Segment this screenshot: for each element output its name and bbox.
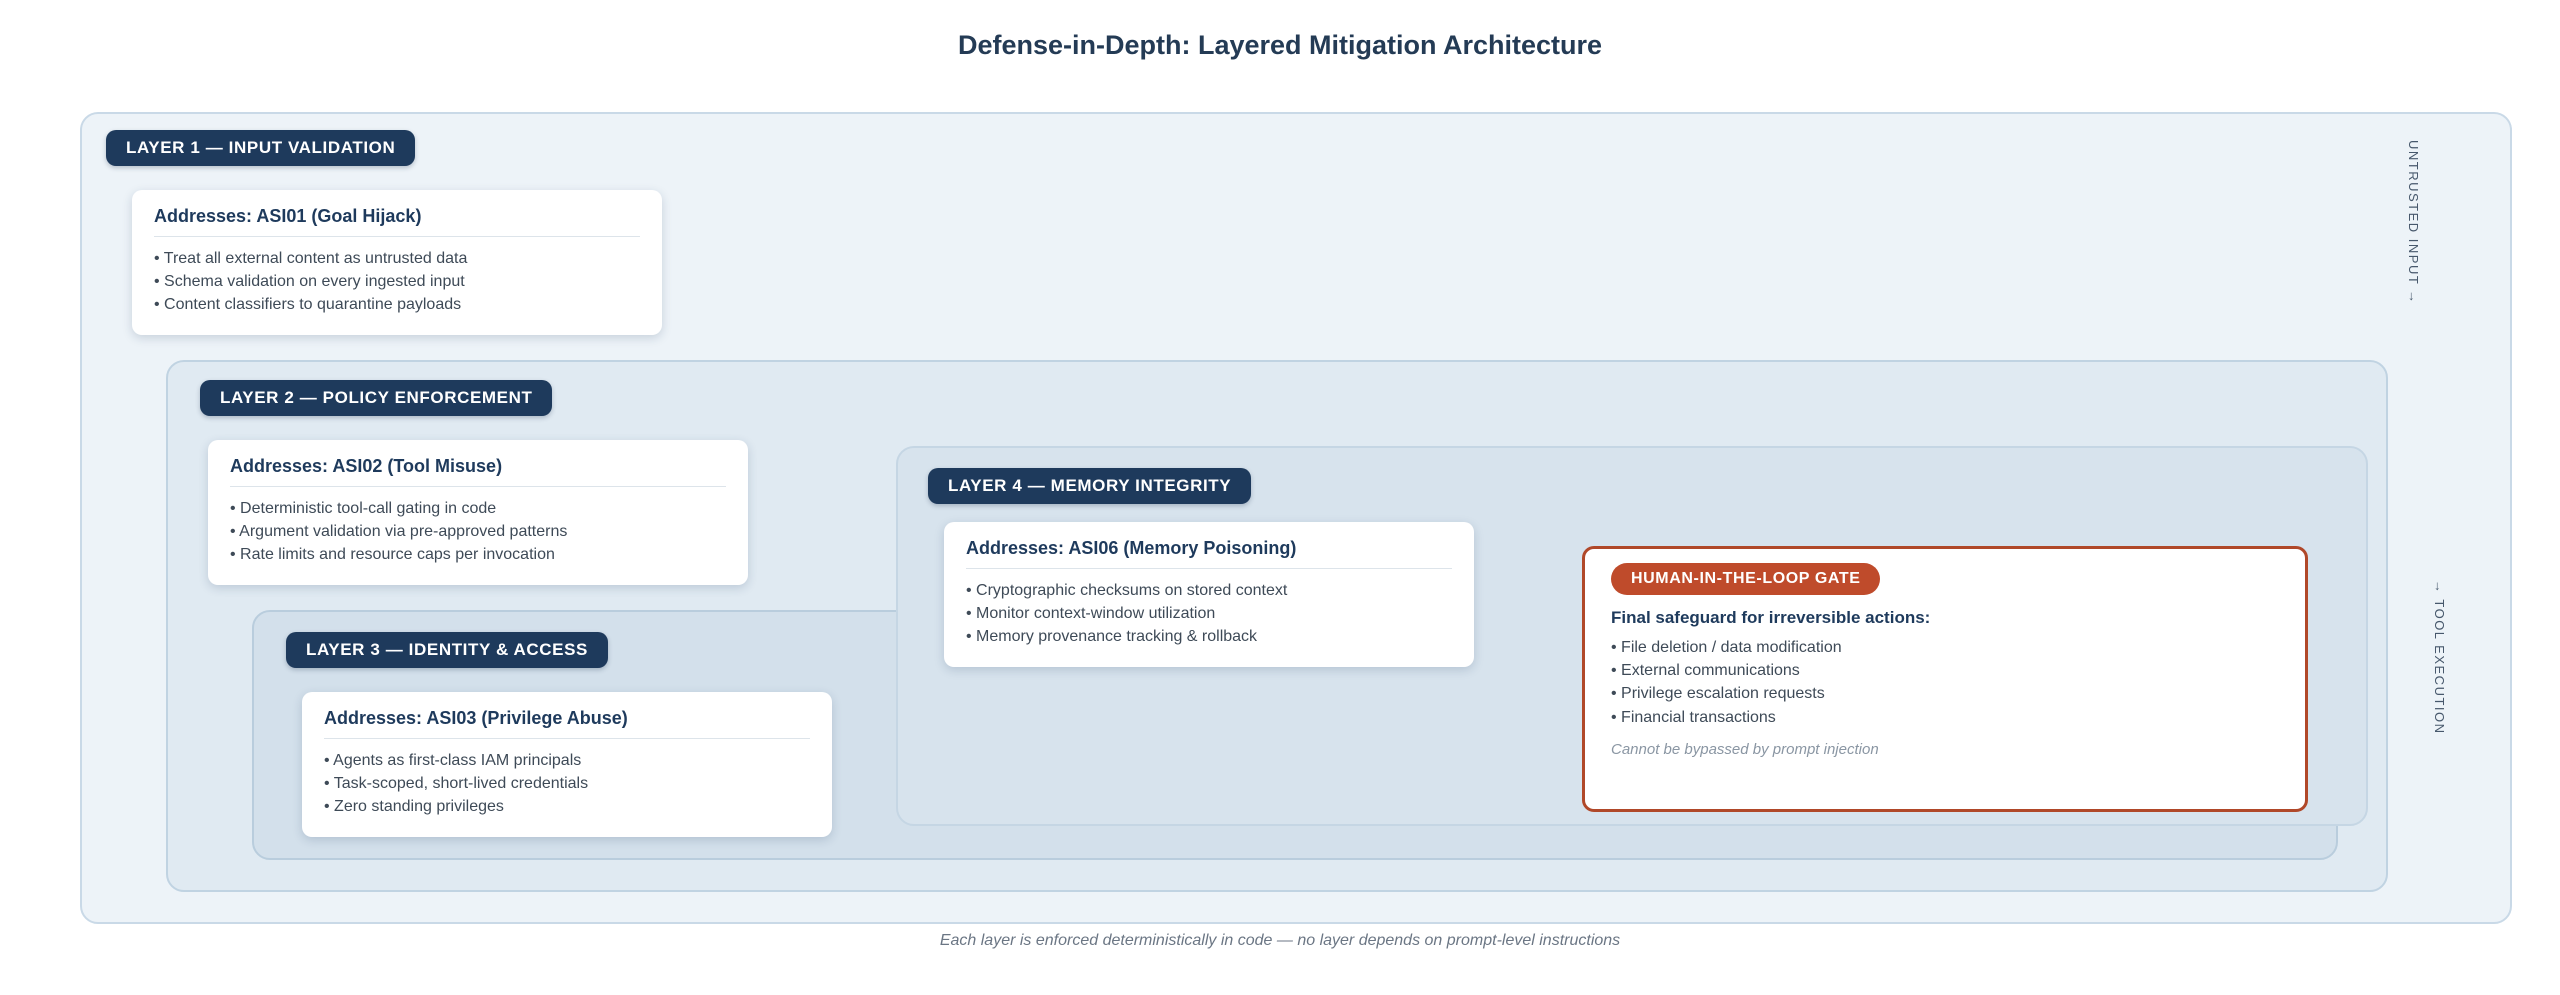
layer4-card-heading: Addresses: ASI06 (Memory Poisoning) (966, 538, 1452, 569)
tool-execution-label: → TOOL EXECUTION (2432, 580, 2447, 735)
diagram-footnote: Each layer is enforced deterministically… (939, 932, 1621, 949)
bullet-item: Deterministic tool-call gating in code (230, 497, 726, 520)
bullet-item: Rate limits and resource caps per invoca… (230, 543, 726, 566)
untrusted-input-label: UNTRUSTED INPUT → (2406, 140, 2421, 305)
layer2-card-heading: Addresses: ASI02 (Tool Misuse) (230, 456, 726, 487)
bullet-item: Monitor context-window utilization (966, 602, 1452, 625)
layer2-badge: LAYER 2 — POLICY ENFORCEMENT (200, 380, 553, 416)
bullet-item: Treat all external content as untrusted … (154, 247, 640, 270)
hitl-gate-note: Cannot be bypassed by prompt injection (1611, 740, 1879, 758)
layer1-card: Addresses: ASI01 (Goal Hijack) Treat all… (132, 190, 662, 335)
layer4-badge: LAYER 4 — MEMORY INTEGRITY (928, 468, 1252, 504)
bullet-item: Agents as first-class IAM principals (324, 749, 810, 772)
diagram-title: Defense-in-Depth: Layered Mitigation Arc… (957, 30, 1603, 60)
hitl-gate-badge: HUMAN-IN-THE-LOOP GATE (1611, 563, 1881, 595)
bullet-item: Content classifiers to quarantine payloa… (154, 293, 640, 316)
layer4-card: Addresses: ASI06 (Memory Poisoning) Cryp… (944, 522, 1474, 667)
hitl-gate-heading: Final safeguard for irreversible actions… (1611, 608, 1931, 627)
layer2-card: Addresses: ASI02 (Tool Misuse) Determini… (208, 440, 748, 585)
bullet-item: Zero standing privileges (324, 795, 810, 818)
bullet-item: File deletion / data modification (1611, 636, 2279, 659)
layer1-card-heading: Addresses: ASI01 (Goal Hijack) (154, 206, 640, 237)
bullet-item: Memory provenance tracking & rollback (966, 625, 1452, 648)
layer3-badge: LAYER 3 — IDENTITY & ACCESS (286, 632, 608, 668)
layer3-card-heading: Addresses: ASI03 (Privilege Abuse) (324, 708, 810, 739)
bullet-item: Cryptographic checksums on stored contex… (966, 579, 1452, 602)
hitl-gate: HUMAN-IN-THE-LOOP GATE Final safeguard f… (1582, 546, 2308, 812)
bullet-item: Privilege escalation requests (1611, 682, 2279, 705)
bullet-item: External communications (1611, 659, 2279, 682)
bullet-item: Financial transactions (1611, 706, 2279, 729)
bullet-item: Schema validation on every ingested inpu… (154, 270, 640, 293)
layer1-badge: LAYER 1 — INPUT VALIDATION (106, 130, 416, 166)
bullet-item: Task-scoped, short-lived credentials (324, 772, 810, 795)
layer3-card: Addresses: ASI03 (Privilege Abuse) Agent… (302, 692, 832, 837)
bullet-item: Argument validation via pre-approved pat… (230, 520, 726, 543)
